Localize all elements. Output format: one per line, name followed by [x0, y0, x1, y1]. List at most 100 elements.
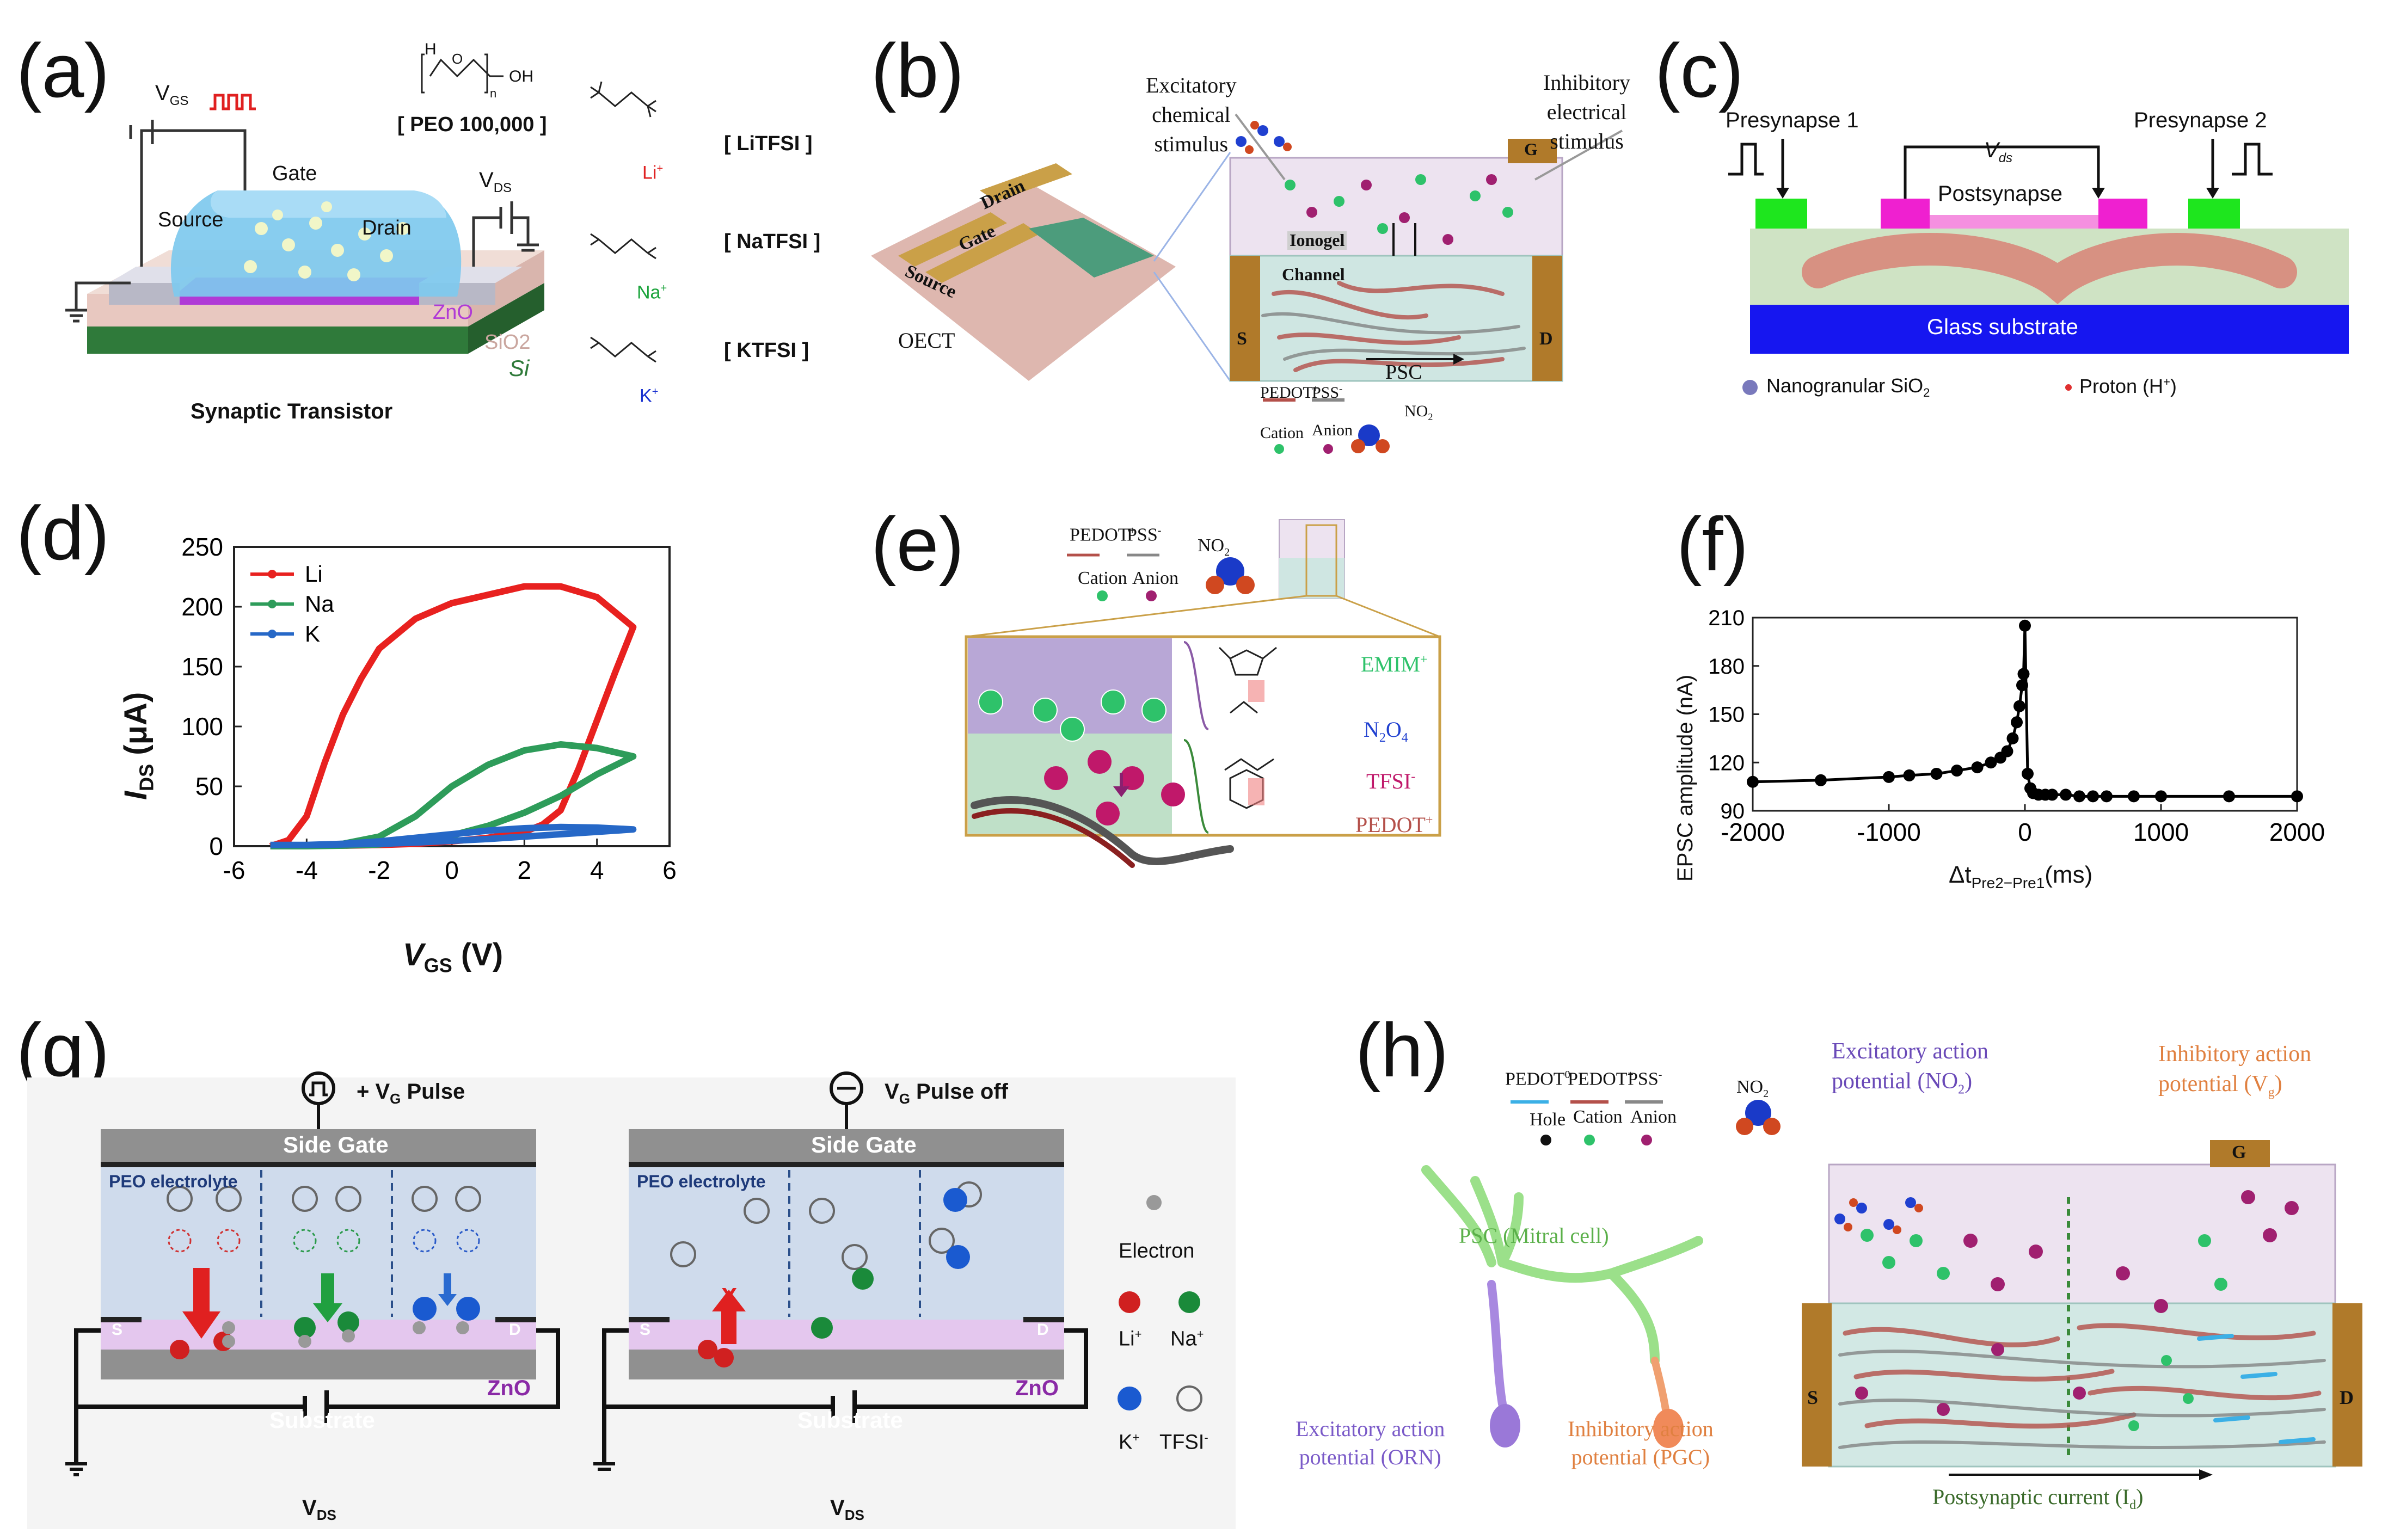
vds-label-c: Vds	[1984, 138, 2013, 165]
vds-label-a: VDS	[479, 168, 512, 195]
epsc-point	[2223, 790, 2235, 803]
ion-mechanism-diagram	[27, 1071, 1236, 1529]
legend-label-na: Na	[305, 591, 334, 617]
epsc-point	[1985, 756, 1997, 769]
epsc-point	[1903, 769, 1916, 781]
legend-no2-h: NO2	[1736, 1077, 1769, 1100]
epsc-point	[2001, 745, 2013, 757]
zno-label-a: ZnO	[433, 301, 473, 324]
epsc-point	[1930, 767, 1943, 780]
blocked-x-mark: X	[721, 1283, 738, 1310]
peo-name: [ PEO 100,000 ]	[397, 113, 547, 136]
epsc-point	[1971, 761, 1984, 774]
x-tick-label-f: 1000	[2133, 818, 2189, 846]
pedot-label-e: PEDOT+	[1355, 812, 1433, 837]
legend-proton: Proton (H+)	[2079, 375, 2177, 397]
epsc-point	[2101, 790, 2113, 803]
epsc-point	[2022, 767, 2034, 780]
d-right-g: D	[1037, 1321, 1049, 1339]
zno-right-g: ZnO	[1015, 1376, 1059, 1400]
legend-label-k: K	[305, 621, 320, 646]
panel-e: (e)	[849, 473, 1502, 920]
panel-label-e: (e)	[871, 501, 965, 587]
legend-sio2: Nanogranular SiO2	[1766, 374, 1930, 400]
y-tick-label-d: 150	[181, 652, 223, 681]
panel-label-c: (c)	[1655, 28, 1744, 113]
panel-label-h: (h)	[1355, 1007, 1449, 1093]
legend-anion-e: Anion	[1132, 568, 1178, 588]
legend-marker-k	[268, 630, 277, 638]
y-tick-label-d: 200	[181, 593, 223, 621]
g-label-b: G	[1524, 139, 1538, 159]
emim-label: EMIM+	[1361, 652, 1428, 676]
glass-substrate-label: Glass substrate	[1927, 315, 2078, 339]
legend-na: Na+	[1170, 1327, 1204, 1351]
peo-o: O	[452, 51, 463, 67]
salt-name-na: [ NaTFSI ]	[724, 230, 821, 253]
series-line-li	[269, 583, 637, 849]
legend-cation-h: Cation	[1573, 1107, 1623, 1127]
x-tick-label-d: -2	[368, 856, 390, 884]
legend-pss-h: PSS-	[1628, 1069, 1662, 1089]
legend-li: Li+	[1119, 1327, 1142, 1351]
vgs-label: VGS	[155, 81, 189, 108]
salt-ion-na: Na+	[637, 282, 667, 303]
vds-left-g: VDS	[302, 1496, 336, 1523]
salt-ion-li: Li+	[642, 162, 664, 183]
legend-hole: Hole	[1530, 1110, 1566, 1130]
epsc-point	[2060, 789, 2072, 801]
legend-marker-na	[268, 600, 277, 608]
presynapse-1-label: Presynapse 1	[1726, 108, 1859, 132]
postsynaptic-current-label: Postsynaptic current (Id)	[1932, 1484, 2144, 1512]
peo-h: H	[425, 40, 437, 58]
x-tick-label-d: -4	[296, 856, 318, 884]
y-tick-label-f: 210	[1708, 606, 1745, 630]
postsynapse-label: Postsynapse	[1938, 182, 2063, 206]
y-tick-label-d: 0	[209, 832, 223, 860]
sio2-label-a: SiO2	[484, 331, 531, 354]
peo-right: PEO electrolyte	[637, 1172, 766, 1191]
d-left-g: D	[509, 1321, 521, 1339]
s-label-b: S	[1237, 329, 1247, 349]
panel-label-d: (d)	[16, 490, 110, 576]
x-tick-label-f: 2000	[2269, 818, 2325, 846]
epsc-point	[1747, 775, 1759, 788]
epsc-point	[2013, 700, 2025, 712]
legend-k: K+	[1119, 1431, 1140, 1454]
panel-label-a: (a)	[16, 28, 110, 113]
salt-name-li: [ LiTFSI ]	[724, 132, 813, 155]
substrate-right: Substrate	[797, 1407, 903, 1433]
side-gate-left: Side Gate	[283, 1132, 389, 1157]
ylabel-d: IDS (μA)	[118, 692, 158, 800]
channel-label: Channel	[1282, 264, 1345, 284]
series-line-k	[270, 823, 637, 848]
legend-electron: Electron	[1119, 1240, 1195, 1262]
legend-anion-b: Anion	[1312, 421, 1353, 439]
si-label-a: Si	[509, 355, 530, 381]
epsc-point	[2019, 619, 2031, 632]
legend-cation-e: Cation	[1078, 568, 1127, 588]
olfactory-oect-diagram	[1421, 1100, 2362, 1480]
gate-label-a: Gate	[272, 162, 317, 185]
epsc-point	[2016, 679, 2028, 692]
synaptic-transistor-drawing	[65, 53, 656, 363]
epsc-point	[2087, 790, 2099, 803]
x-tick-label-f: 0	[2018, 818, 2032, 846]
panel-label-f: (f)	[1677, 501, 1749, 587]
epsc-point	[2017, 668, 2030, 680]
synapse-diagram-c	[1728, 139, 2349, 395]
xlabel-f: ΔtPre2−Pre1(ms)	[1949, 861, 2093, 891]
legend-anion-h: Anion	[1630, 1107, 1677, 1127]
pulse-on-label: + VG Pulse	[357, 1080, 465, 1107]
ylabel-f: EPSC amplitude (nA)	[1673, 674, 1697, 882]
s-right-g: S	[640, 1321, 651, 1339]
x-tick-label-d: 6	[662, 856, 677, 884]
vds-right-g: VDS	[830, 1496, 864, 1523]
n2o4-label: N2O4	[1364, 717, 1408, 745]
s-left-g: S	[112, 1321, 123, 1339]
